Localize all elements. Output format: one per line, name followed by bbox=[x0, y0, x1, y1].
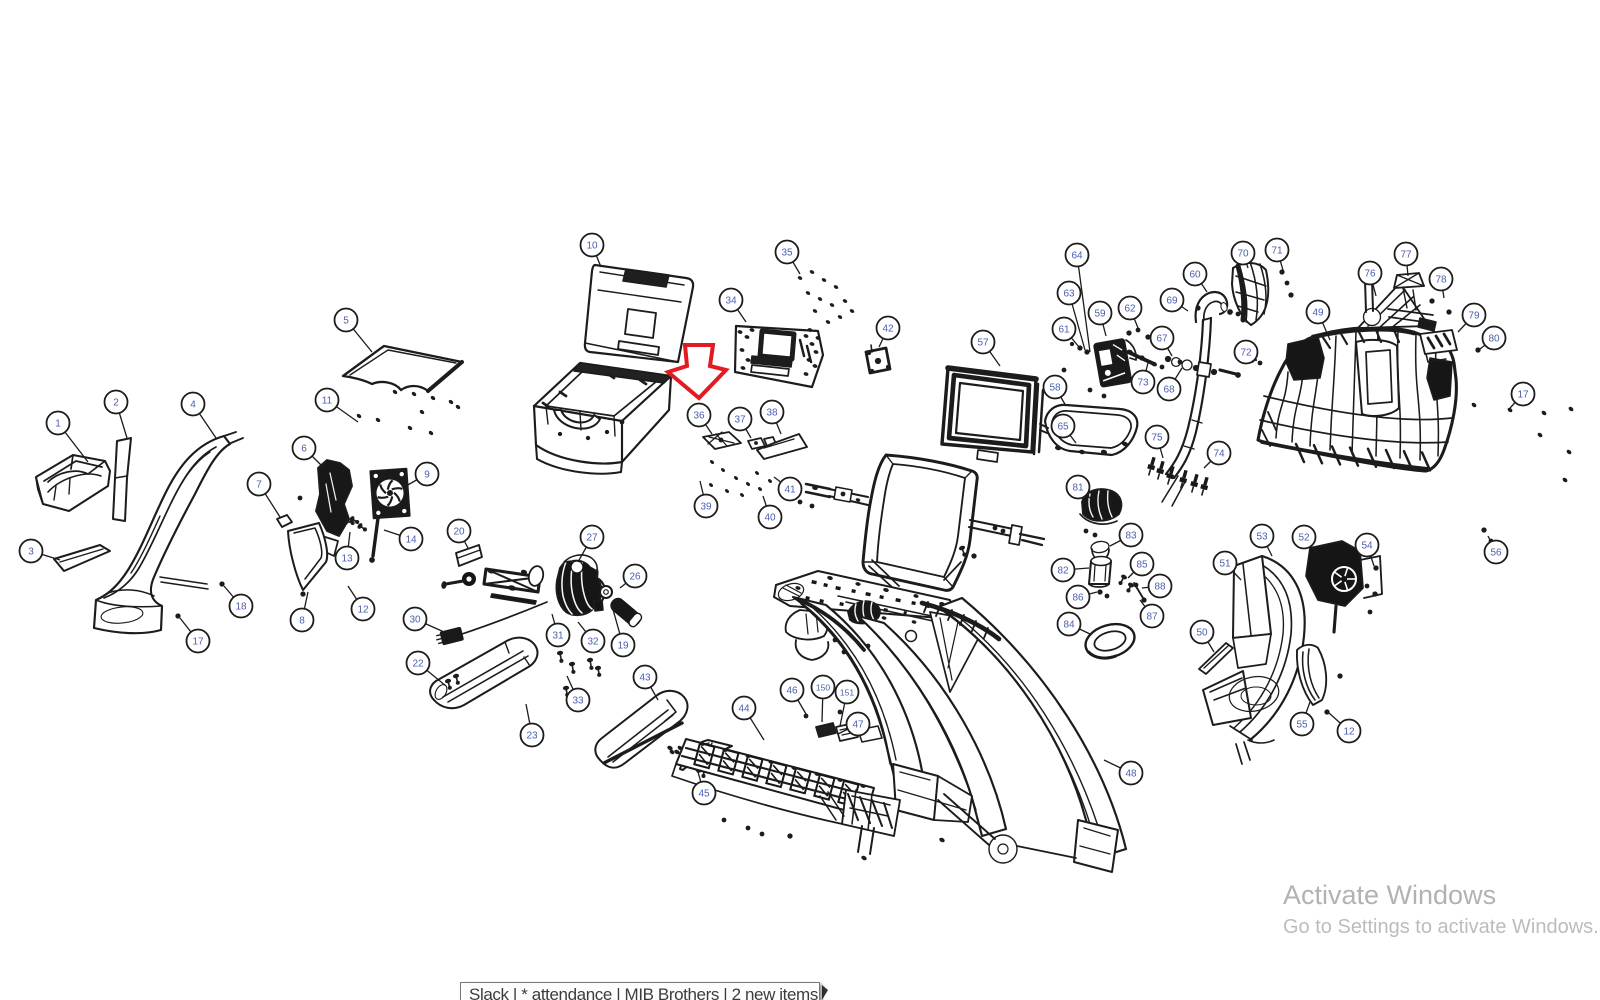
svg-text:57: 57 bbox=[977, 337, 989, 348]
svg-text:83: 83 bbox=[1125, 530, 1137, 541]
svg-text:85: 85 bbox=[1136, 559, 1148, 570]
svg-text:71: 71 bbox=[1271, 245, 1283, 256]
svg-text:65: 65 bbox=[1057, 421, 1069, 432]
svg-text:76: 76 bbox=[1364, 268, 1376, 279]
svg-text:36: 36 bbox=[693, 410, 705, 421]
svg-text:59: 59 bbox=[1094, 308, 1106, 319]
svg-text:151: 151 bbox=[840, 687, 854, 697]
svg-text:17: 17 bbox=[1517, 389, 1529, 400]
svg-text:19: 19 bbox=[617, 640, 629, 651]
svg-text:42: 42 bbox=[882, 323, 894, 334]
svg-text:150: 150 bbox=[816, 682, 830, 692]
svg-text:22: 22 bbox=[412, 658, 424, 669]
svg-text:45: 45 bbox=[698, 788, 710, 799]
svg-text:11: 11 bbox=[322, 395, 333, 406]
svg-text:87: 87 bbox=[1146, 611, 1158, 622]
svg-text:13: 13 bbox=[341, 553, 353, 564]
svg-text:39: 39 bbox=[700, 501, 712, 512]
svg-text:3: 3 bbox=[28, 546, 34, 557]
svg-text:55: 55 bbox=[1296, 719, 1308, 730]
svg-text:26: 26 bbox=[629, 571, 641, 582]
svg-text:38: 38 bbox=[766, 407, 778, 418]
svg-text:80: 80 bbox=[1488, 333, 1500, 344]
svg-text:63: 63 bbox=[1063, 288, 1075, 299]
svg-text:27: 27 bbox=[586, 532, 598, 543]
svg-text:74: 74 bbox=[1213, 448, 1225, 459]
svg-text:9: 9 bbox=[424, 469, 430, 480]
svg-text:68: 68 bbox=[1163, 384, 1175, 395]
svg-text:23: 23 bbox=[526, 730, 538, 741]
svg-text:48: 48 bbox=[1125, 768, 1137, 779]
svg-text:44: 44 bbox=[738, 703, 750, 714]
svg-text:77: 77 bbox=[1400, 249, 1412, 260]
svg-text:72: 72 bbox=[1240, 347, 1252, 358]
svg-text:56: 56 bbox=[1490, 547, 1502, 558]
svg-text:4: 4 bbox=[190, 399, 196, 410]
svg-text:53: 53 bbox=[1256, 531, 1268, 542]
svg-text:12: 12 bbox=[1343, 726, 1355, 737]
svg-text:79: 79 bbox=[1468, 310, 1480, 321]
svg-text:41: 41 bbox=[784, 484, 796, 495]
svg-text:7: 7 bbox=[256, 479, 262, 490]
svg-text:12: 12 bbox=[357, 604, 369, 615]
svg-text:43: 43 bbox=[639, 672, 651, 683]
svg-text:8: 8 bbox=[299, 615, 305, 626]
svg-text:10: 10 bbox=[586, 240, 598, 251]
svg-text:40: 40 bbox=[764, 512, 776, 523]
svg-text:14: 14 bbox=[405, 534, 417, 545]
svg-text:86: 86 bbox=[1072, 592, 1084, 603]
svg-text:37: 37 bbox=[734, 414, 746, 425]
svg-text:67: 67 bbox=[1156, 333, 1168, 344]
svg-text:52: 52 bbox=[1298, 532, 1310, 543]
svg-text:84: 84 bbox=[1063, 619, 1075, 630]
svg-text:32: 32 bbox=[587, 636, 599, 647]
svg-text:54: 54 bbox=[1361, 540, 1373, 551]
svg-text:50: 50 bbox=[1196, 627, 1208, 638]
svg-text:5: 5 bbox=[343, 315, 349, 326]
svg-text:58: 58 bbox=[1049, 382, 1061, 393]
svg-text:1: 1 bbox=[55, 418, 61, 429]
svg-text:34: 34 bbox=[725, 295, 737, 306]
svg-text:18: 18 bbox=[235, 601, 247, 612]
svg-text:62: 62 bbox=[1124, 303, 1136, 314]
svg-text:70: 70 bbox=[1237, 248, 1249, 259]
svg-text:51: 51 bbox=[1219, 558, 1231, 569]
svg-text:64: 64 bbox=[1071, 250, 1083, 261]
svg-text:2: 2 bbox=[113, 397, 119, 408]
svg-text:17: 17 bbox=[192, 636, 204, 647]
svg-text:35: 35 bbox=[781, 247, 793, 258]
svg-text:33: 33 bbox=[572, 695, 584, 706]
svg-text:73: 73 bbox=[1137, 377, 1149, 388]
svg-text:47: 47 bbox=[852, 719, 864, 730]
svg-text:20: 20 bbox=[453, 526, 465, 537]
svg-text:81: 81 bbox=[1072, 482, 1084, 493]
svg-text:46: 46 bbox=[786, 685, 798, 696]
svg-text:78: 78 bbox=[1435, 274, 1447, 285]
svg-text:88: 88 bbox=[1154, 581, 1166, 592]
svg-text:30: 30 bbox=[409, 614, 421, 625]
svg-text:75: 75 bbox=[1151, 432, 1163, 443]
svg-text:31: 31 bbox=[552, 630, 564, 641]
svg-text:61: 61 bbox=[1058, 324, 1070, 335]
svg-text:6: 6 bbox=[301, 443, 307, 454]
svg-text:69: 69 bbox=[1166, 295, 1178, 306]
svg-text:60: 60 bbox=[1189, 269, 1201, 280]
svg-text:82: 82 bbox=[1057, 565, 1069, 576]
svg-text:49: 49 bbox=[1312, 307, 1324, 318]
